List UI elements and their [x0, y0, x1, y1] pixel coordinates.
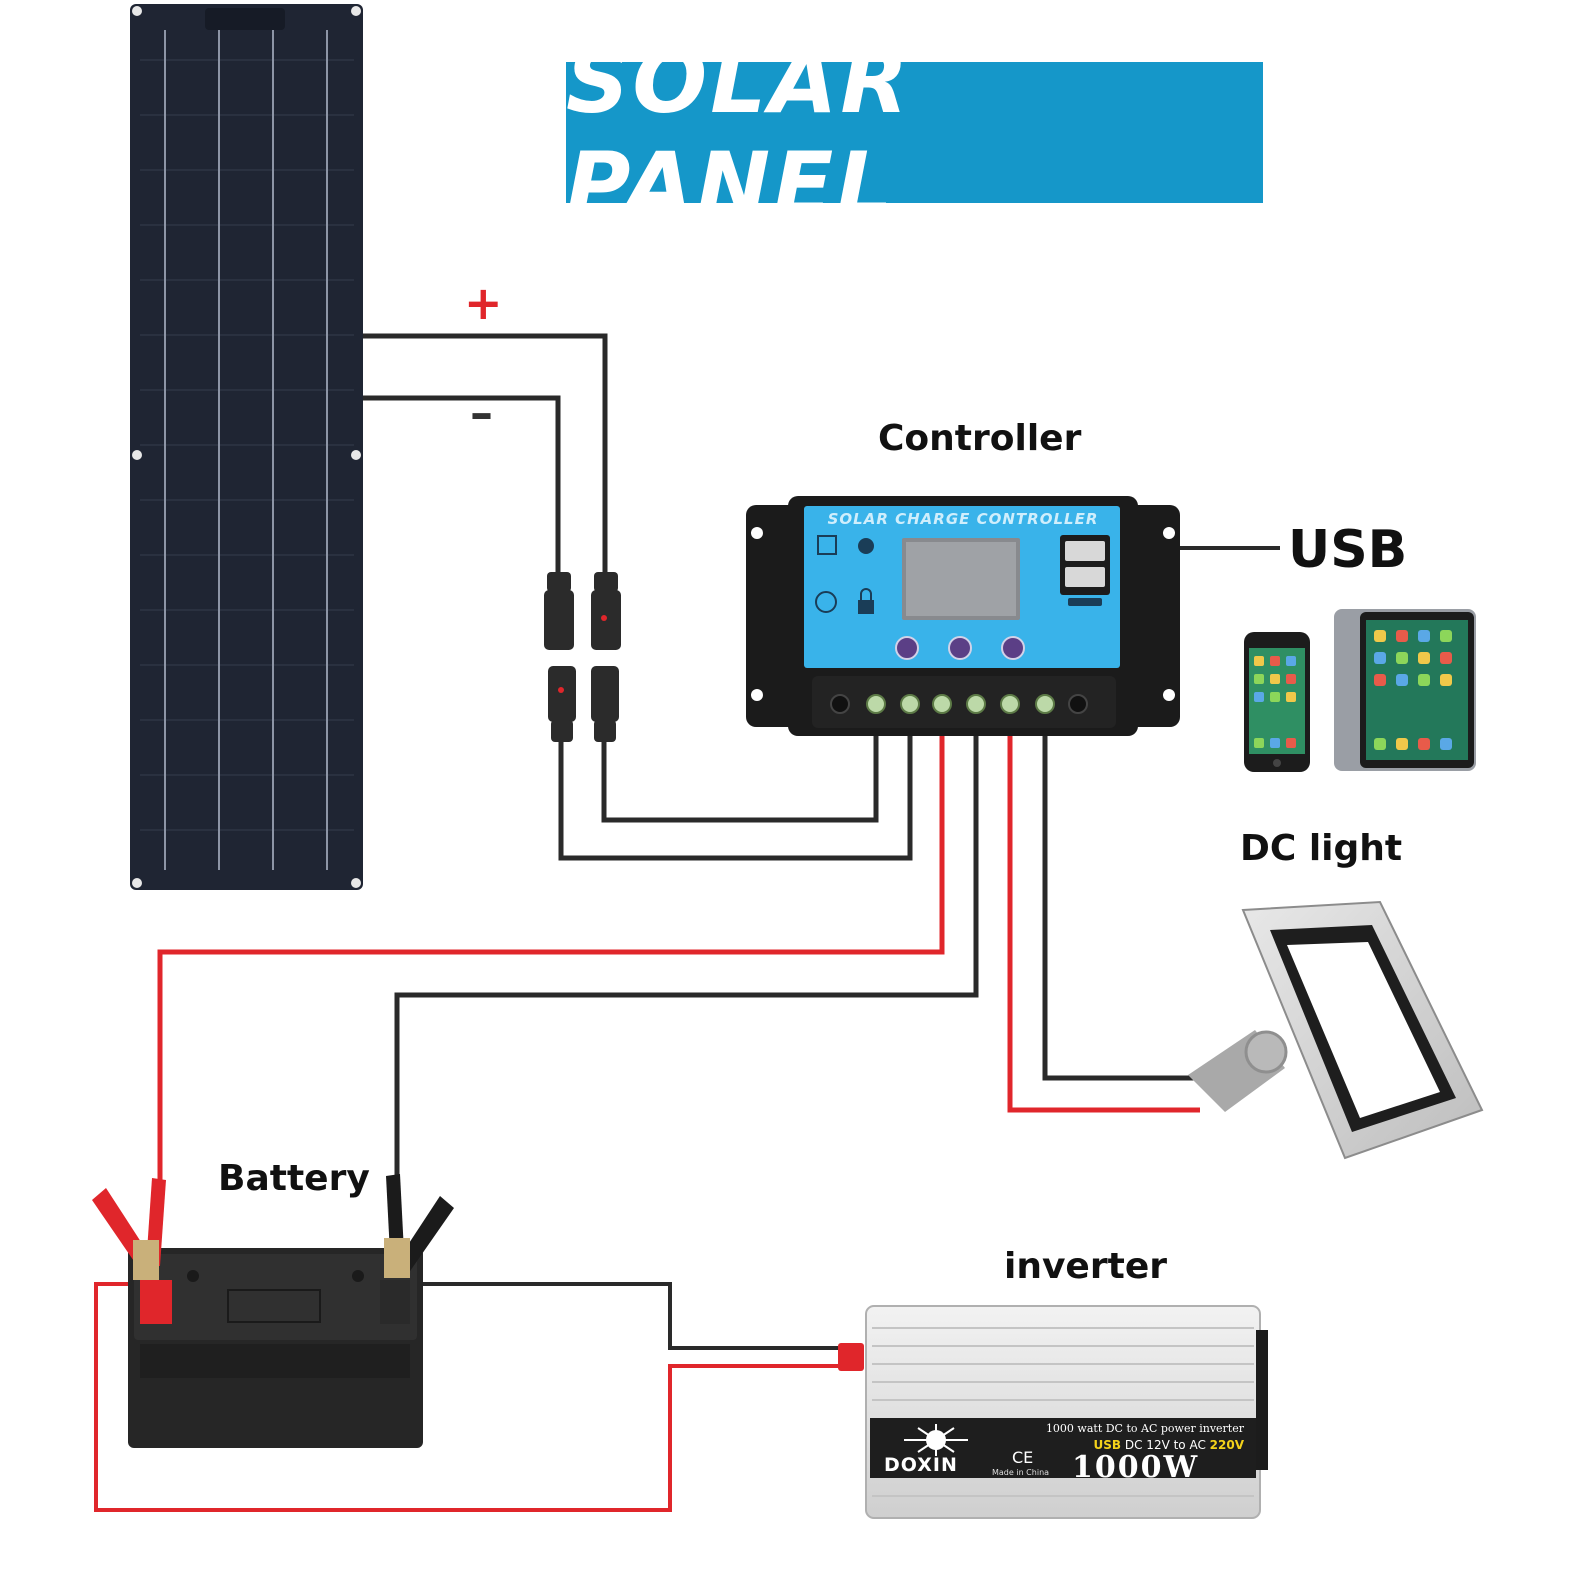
dc-flood-light: [1188, 900, 1484, 1160]
panel-positive-wire: [362, 333, 608, 575]
title-banner: SOLAR PANEL: [566, 30, 1263, 236]
inverter-conversion-highlight: 220V: [1209, 1438, 1244, 1452]
usb-label: USB: [1288, 520, 1408, 580]
inverter-negative-wire: [420, 1282, 840, 1350]
dc-light-label: DC light: [1240, 828, 1403, 869]
inverter-ce-mark: CE: [1012, 1448, 1034, 1467]
negative-sign: –: [470, 386, 493, 440]
wires: [94, 333, 1280, 1512]
page-title: SOLAR PANEL: [566, 29, 912, 236]
black-clamp: [384, 1174, 454, 1278]
battery-negative-wire: [394, 735, 979, 1178]
pv-negative-to-controller-wire: [558, 735, 913, 861]
inverter-description: 1000 watt DC to AC power inverter: [1045, 1422, 1244, 1435]
inverter-usb-label: USB: [1093, 1438, 1122, 1452]
power-inverter: [838, 1305, 1268, 1519]
red-clamp: [92, 1178, 166, 1280]
controller-label: Controller: [878, 418, 1082, 459]
inverter-conversion-prefix: DC 12V to AC: [1124, 1438, 1210, 1452]
positive-sign: +: [464, 276, 503, 330]
battery-label: Battery: [218, 1158, 370, 1199]
inverter-conversion: USB DC 12V to AC 220V: [1004, 1438, 1245, 1452]
panel-negative-wire: [362, 395, 561, 575]
charge-controller: [746, 496, 1180, 736]
smartphone: [1244, 632, 1310, 772]
light-negative-wire: [1042, 735, 1200, 1081]
controller-device-title: SOLAR CHARGE CONTROLLER: [827, 510, 1099, 528]
inverter-wattage: 1000W: [1072, 1450, 1200, 1485]
solar-panel: [130, 4, 363, 890]
inverter-positive-wire: [94, 1282, 840, 1512]
light-positive-wire: [1007, 735, 1200, 1113]
battery: [92, 1174, 454, 1448]
inverter-made-in: Made in China: [992, 1468, 1050, 1477]
battery-positive-wire: [157, 735, 945, 1180]
pv-positive-to-controller-wire: [601, 735, 879, 823]
inverter-label: inverter: [1004, 1246, 1167, 1287]
inverter-brand: DOXIN: [884, 1454, 958, 1476]
tablet: [1334, 609, 1476, 771]
mc4-connectors: [544, 572, 621, 742]
